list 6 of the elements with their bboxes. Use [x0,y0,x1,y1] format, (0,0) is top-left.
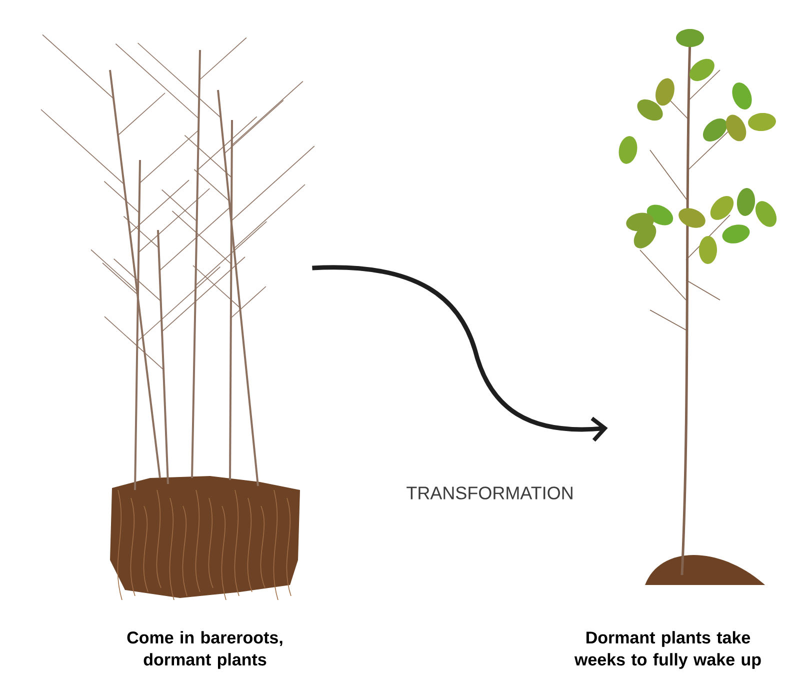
node-label: Dormant plants take weeks to fully wake up [574,631,761,669]
node-label: Come in bareroots, dormant plants [127,631,282,669]
edge-label: TRANSFORMATION [404,484,576,502]
plant-drawing [618,29,777,585]
plant-drawing [40,34,315,600]
curved-arrow [312,265,608,442]
